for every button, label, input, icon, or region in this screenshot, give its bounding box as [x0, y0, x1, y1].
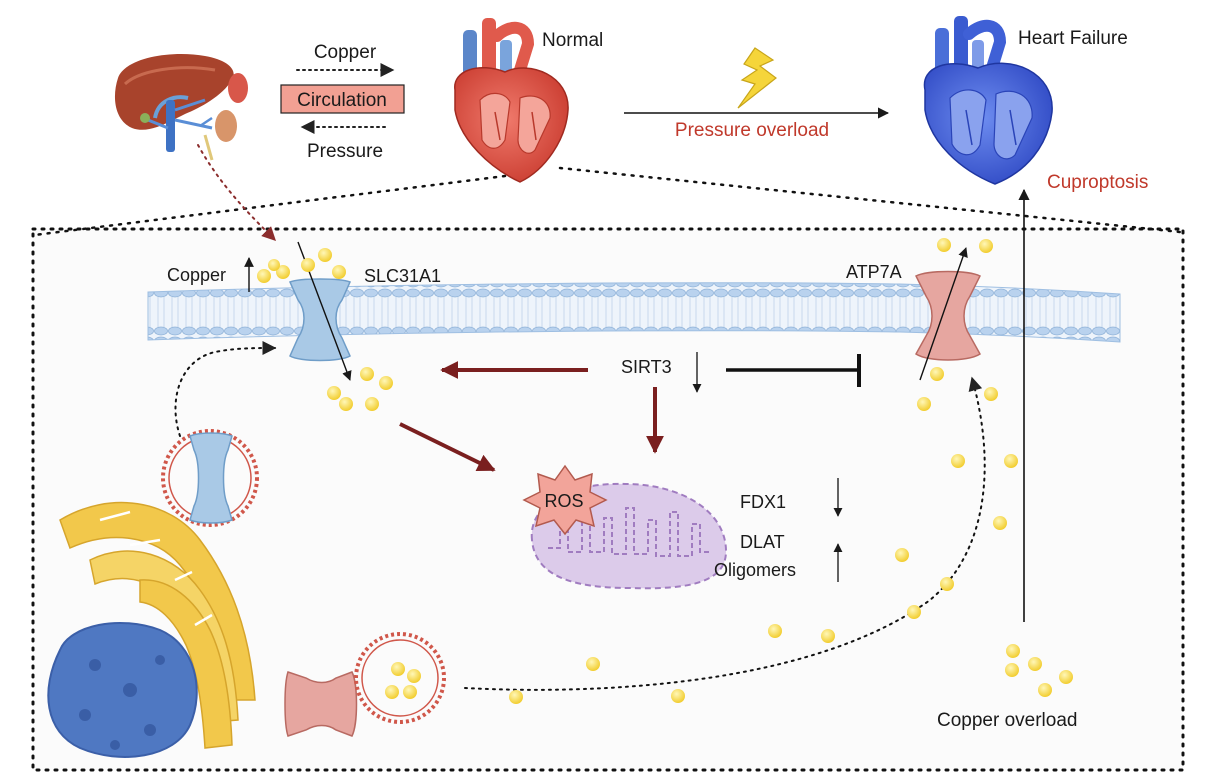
copper-ion — [768, 624, 782, 638]
copper-ion — [301, 258, 315, 272]
copper-overload-label: Copper overload — [937, 710, 1077, 731]
copper-ion — [360, 367, 374, 381]
copper-ion — [993, 516, 1007, 530]
copper-ion — [379, 376, 393, 390]
lightning-icon — [737, 47, 777, 109]
atp7a-label: ATP7A — [846, 262, 902, 282]
oligomers-label: Oligomers — [714, 560, 796, 580]
copper-ion — [895, 548, 909, 562]
copper-ion — [907, 605, 921, 619]
copper-ion — [365, 397, 379, 411]
copper-label: Copper — [314, 42, 377, 63]
copper-ion — [671, 689, 685, 703]
pressure-overload-label: Pressure overload — [675, 120, 829, 141]
liver-kidney-icon — [114, 54, 248, 161]
cell-membrane — [147, 282, 1121, 343]
copper-ion — [586, 657, 600, 671]
copper-ion — [1006, 644, 1020, 658]
copper-ion — [979, 239, 993, 253]
copper-ion — [1038, 683, 1052, 697]
ros-label: ROS — [544, 491, 583, 511]
circulation-label: Circulation — [297, 90, 387, 111]
copper-ion — [821, 629, 835, 643]
copper-ion — [1059, 670, 1073, 684]
atp7a-vesicle — [284, 632, 446, 737]
slc31a1-vesicle — [161, 429, 259, 527]
normal-label: Normal — [542, 30, 603, 51]
copper-ion — [332, 265, 346, 279]
copper-ion — [937, 238, 951, 252]
copper-ion — [509, 690, 523, 704]
golgi-apparatus — [59, 501, 256, 749]
sirt3-label: SIRT3 — [621, 357, 672, 377]
atp7a-channel — [914, 270, 982, 361]
copper-ion — [917, 397, 931, 411]
copper-ion — [257, 269, 271, 283]
pressure-label: Pressure — [307, 141, 383, 162]
nucleus — [47, 622, 198, 758]
copper-cell-label: Copper — [167, 265, 226, 285]
ros-star — [522, 464, 608, 536]
dlat-label: DLAT — [740, 532, 785, 552]
copper-ion — [984, 387, 998, 401]
copper-export-arrow — [919, 247, 968, 381]
normal-heart-icon — [454, 18, 569, 183]
copper-ion — [276, 265, 290, 279]
copper-ion — [1028, 657, 1042, 671]
circulation-box — [280, 84, 405, 114]
copper-ion — [1004, 454, 1018, 468]
copper-to-ros-arrow — [399, 422, 496, 472]
copper-ion — [951, 454, 965, 468]
vesicle-to-atp7a-arrow — [464, 376, 986, 691]
copper-ion — [940, 577, 954, 591]
fdx1-label: FDX1 — [740, 492, 786, 512]
vesicle-recycle-arrow — [174, 341, 277, 437]
cuproptosis-label: Cuproptosis — [1047, 172, 1148, 193]
copper-ion — [339, 397, 353, 411]
heart-failure-label: Heart Failure — [1018, 28, 1128, 49]
zoom-line-left — [33, 174, 507, 237]
copper-ion — [318, 248, 332, 262]
copper-ion — [268, 259, 280, 271]
copper-ion — [1005, 663, 1019, 677]
copper-ion — [930, 367, 944, 381]
failing-heart-icon — [923, 16, 1053, 185]
copper-ions — [257, 238, 1073, 704]
copper-ion — [327, 386, 341, 400]
liver-to-cell-arrow — [197, 144, 276, 241]
slc31a1-label: SLC31A1 — [364, 266, 441, 286]
